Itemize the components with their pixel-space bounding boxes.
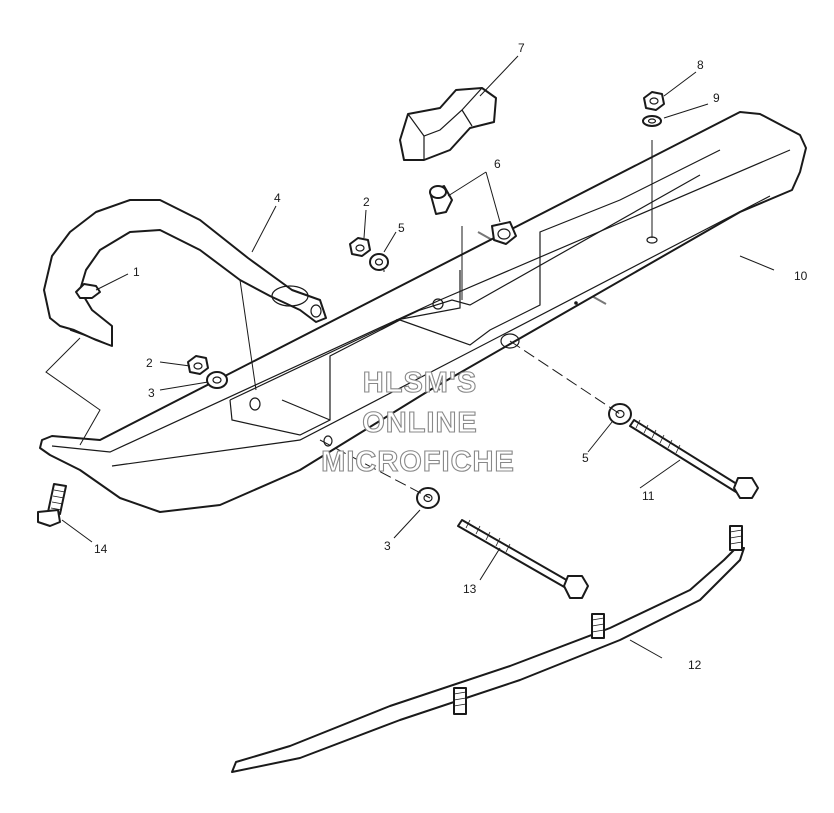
callout-7: 7 xyxy=(518,41,525,55)
callout-3-lower: 3 xyxy=(384,539,391,553)
watermark-line-2: ONLINE xyxy=(362,407,478,439)
ski-handle xyxy=(43,199,327,347)
washer-9 xyxy=(642,115,662,127)
callout-13: 13 xyxy=(463,582,477,596)
callout-4: 4 xyxy=(274,191,281,205)
callout-10: 10 xyxy=(794,269,808,283)
callout-14: 14 xyxy=(94,542,108,556)
bolt-13 xyxy=(457,519,589,599)
watermark-line-3: MICROFICHE xyxy=(321,446,515,478)
bolt-11 xyxy=(629,419,759,499)
watermark: HLSM'S ONLINE MICROFICHE xyxy=(321,366,515,478)
washer-3-upper xyxy=(206,371,228,389)
callout-12: 12 xyxy=(688,658,702,672)
ski-body xyxy=(39,111,807,513)
assembly-lines xyxy=(45,140,653,499)
handle-clip xyxy=(75,283,101,299)
callout-9: 9 xyxy=(713,91,720,105)
nut-8 xyxy=(643,91,665,111)
washer-3-lower xyxy=(416,487,440,509)
callout-1: 1 xyxy=(133,265,140,279)
callout-6: 6 xyxy=(494,157,501,171)
callout-11: 11 xyxy=(642,489,655,503)
nut-2-left xyxy=(187,355,209,375)
callout-5-lower: 5 xyxy=(582,451,589,465)
watermark-line-1: HLSM'S xyxy=(363,367,477,399)
callout-labels: 1 2 3 4 2 5 6 7 8 9 10 5 11 3 13 12 14 xyxy=(94,41,808,672)
wear-bar-stud xyxy=(453,525,743,715)
callout-5-upper: 5 xyxy=(398,221,405,235)
washer-5-upper xyxy=(369,253,389,271)
leader-lines xyxy=(61,55,775,659)
callout-2-center: 2 xyxy=(363,195,370,209)
nut-2-center xyxy=(349,237,371,257)
bushing-6 xyxy=(429,185,517,245)
callout-8: 8 xyxy=(697,58,704,72)
washer-5-right xyxy=(608,403,632,425)
handle-pad xyxy=(399,87,497,161)
bolt-14 xyxy=(37,483,67,527)
wear-bar xyxy=(231,525,745,773)
callout-2-left: 2 xyxy=(146,356,153,370)
callout-3-upper: 3 xyxy=(148,386,155,400)
